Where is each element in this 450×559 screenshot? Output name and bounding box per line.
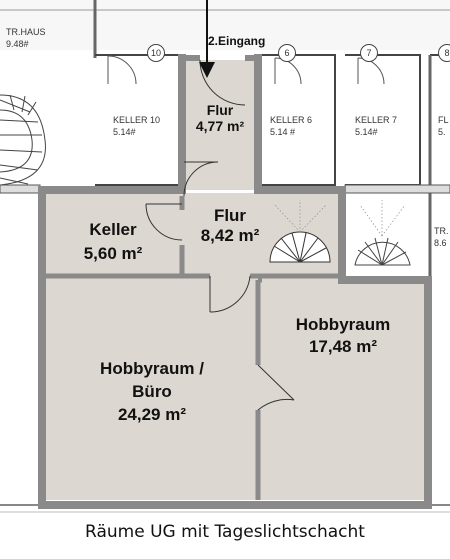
room-hobbyraum-large-name1: Hobbyraum / (100, 359, 204, 378)
room-keller-area: 5,60 m² (83, 243, 143, 263)
unit-number-8: 8 (438, 44, 450, 62)
staircase-left (0, 94, 46, 186)
label-keller10-name: KELLER 10 (113, 115, 161, 125)
label-keller6-area: 5.14 # (270, 127, 296, 137)
caption: Räume UG mit Tageslichtschacht (85, 522, 365, 542)
room-hobbyraum-large-area: 24,29 m² (117, 404, 187, 424)
staircase-flur (269, 231, 331, 263)
entrance-label: 2.Eingang (208, 34, 266, 48)
room-flur-small-name: Flur (206, 102, 234, 118)
label-keller10-area: 5.14# (113, 127, 136, 137)
label-keller7-area: 5.14# (355, 127, 378, 137)
room-flur-large-label: Flur 8,42 m² (180, 206, 280, 245)
highlighted-unit (38, 0, 432, 509)
label-keller7-name: KELLER 7 (355, 115, 398, 125)
label-keller6-name: KELLER 6 (270, 115, 313, 125)
room-hobbyraum-small-area: 17,48 m² (308, 337, 378, 357)
label-trhaus-name: TR.HAUS (6, 27, 46, 37)
floor-plan (0, 0, 450, 513)
label-tr-area-cut: 8.6 (434, 238, 447, 248)
room-body-fill (46, 193, 425, 500)
room-keller-name: Keller (89, 220, 137, 239)
label-fl-cut: FL (438, 115, 449, 125)
room-hobbyraum-small-label: Hobbyraum 17,48 m² (262, 314, 424, 358)
entrance-arrow (199, 0, 215, 78)
room-hobbyraum-large-name2: Büro (132, 381, 172, 401)
room-keller-label: Keller 5,60 m² (46, 218, 180, 266)
room-flur-small-label: Flur 4,77 m² (184, 102, 256, 134)
room-flur-large-area: 8,42 m² (200, 225, 260, 245)
unit-number-7: 7 (360, 44, 378, 62)
staircase-right (354, 237, 411, 266)
room-flur-large-name: Flur (213, 206, 247, 225)
unit-number-10: 10 (147, 44, 165, 62)
room-hobbyraum-small-name: Hobbyraum (295, 315, 391, 334)
room-flur-small-fill (184, 60, 256, 190)
room-flur-small-area: 4,77 m² (195, 118, 245, 135)
label-fl-area-cut: 5. (438, 127, 446, 137)
room-hobbyraum-large-label: Hobbyraum / Büro 24,29 m² (48, 358, 256, 427)
label-trhaus-area: 9.48# (6, 39, 29, 49)
label-tr-cut: TR. (434, 226, 449, 236)
unit-number-6: 6 (278, 44, 296, 62)
